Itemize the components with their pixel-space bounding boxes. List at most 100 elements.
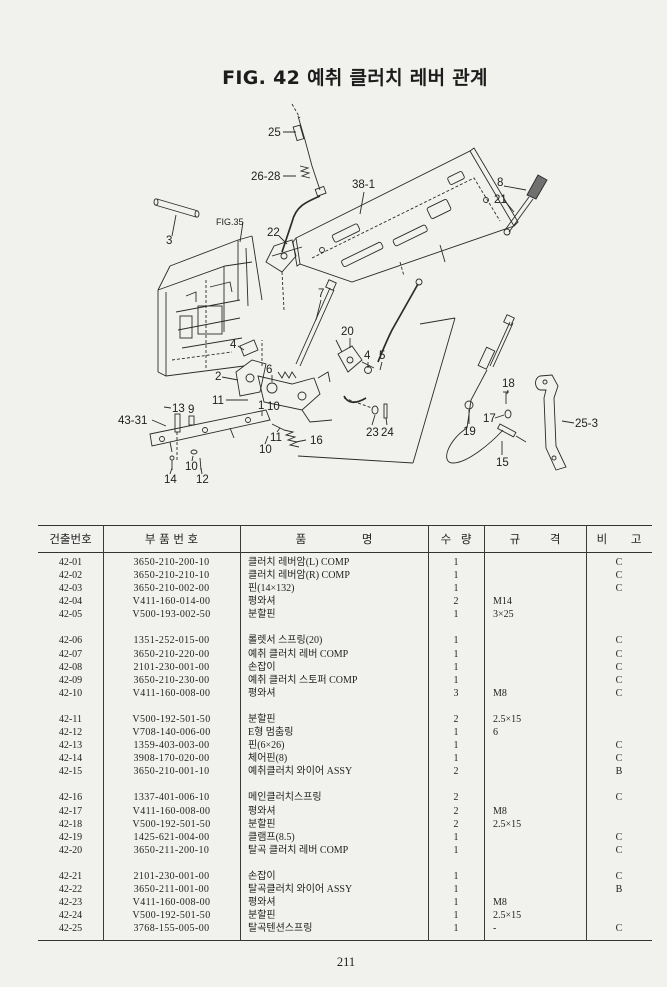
part-name-cell: 클러치 레버암(L) COMP	[248, 557, 350, 568]
remark-cell	[586, 726, 652, 739]
remark-cell: C	[615, 648, 623, 660]
callout-20: 20	[341, 326, 354, 338]
remark-cell: C	[615, 687, 623, 699]
part-no-cell: 3650-211-001-00	[133, 883, 210, 895]
ref-no-cell: 42-19	[58, 831, 83, 843]
part-name-cell: 분할핀	[248, 713, 276, 725]
qty-cell: 2	[453, 713, 459, 725]
part-no-cell: 1337-401-006-10	[133, 792, 210, 804]
clutch-wire	[343, 278, 423, 404]
qty-cell: 3	[453, 687, 459, 699]
remark-cell: C	[615, 753, 623, 765]
part-name-cell: 평와셔	[248, 897, 276, 909]
callout-4: 4	[364, 350, 371, 362]
spec-cell	[484, 870, 586, 883]
qty-cell: 1	[453, 740, 459, 752]
remark-cell	[586, 909, 652, 922]
spec-cell	[484, 752, 586, 765]
column-divider	[484, 525, 485, 940]
remark-cell: C	[615, 661, 623, 673]
spec-cell: M14	[493, 596, 512, 608]
callout-23: 23	[366, 427, 379, 439]
ref-no-cell: 42-06	[58, 635, 83, 647]
ref-no-cell: 42-01	[58, 557, 83, 568]
part-no-cell: 3768-155-005-00	[133, 923, 210, 935]
ref-no-cell: 42-17	[58, 805, 83, 817]
column-divider	[428, 525, 429, 940]
part-name-cell: 예취클러치 와이어 ASSY	[248, 766, 353, 778]
spec-cell	[484, 569, 586, 582]
part-no-cell: 1351-252-015-00	[133, 635, 210, 647]
ref-no-cell: 42-13	[58, 740, 83, 752]
callout-43-31: 43-31	[118, 415, 147, 427]
header-part-name: 품 명	[295, 532, 373, 546]
qty-cell: 2	[453, 818, 459, 830]
part-name-cell: 분할핀	[248, 818, 276, 830]
part-name-cell: 메인클러치스프링	[248, 792, 322, 804]
callout-2: 2	[215, 371, 221, 383]
ref-no-cell: 42-24	[58, 910, 83, 922]
remark-cell: C	[615, 923, 623, 935]
part-no-cell: 3650-210-002-00	[133, 583, 210, 595]
callout-10: 10	[267, 401, 280, 413]
qty-cell: 1	[453, 727, 459, 739]
part-name-cell: 핀(14×132)	[248, 583, 295, 595]
callout-4: 4	[230, 339, 237, 351]
part-name-cell: 평와셔	[248, 596, 276, 608]
callout-17: 17	[483, 413, 496, 425]
spec-cell	[484, 648, 586, 661]
part-name-cell: 분할핀	[248, 609, 276, 621]
callout-14: 14	[164, 474, 177, 486]
qty-cell: 1	[453, 883, 459, 895]
callout-21: 21	[494, 194, 507, 206]
ref-no-cell: 42-25	[58, 923, 83, 935]
part-name-cell: 탈곡 클러치 레버 COMP	[248, 844, 349, 856]
part-no-cell: V411-160-008-00	[132, 897, 211, 909]
qty-cell: 1	[453, 635, 459, 647]
ref-no-cell: 42-02	[58, 570, 83, 582]
spec-cell: M8	[493, 897, 507, 909]
remark-cell: C	[615, 583, 623, 595]
callout-13: 13	[172, 403, 185, 415]
callout-6: 6	[266, 364, 272, 376]
lever-handle-8-21	[503, 174, 548, 236]
qty-cell: 1	[453, 609, 459, 621]
part-name-cell: 손잡이	[248, 661, 276, 673]
ref-no-cell: 42-07	[58, 648, 83, 660]
part-no-cell: 3650-210-230-00	[133, 674, 210, 686]
frame-outline-lines	[297, 317, 456, 464]
ref-no-cell: 42-21	[58, 870, 83, 882]
callout-9: 9	[188, 404, 194, 416]
part-no-cell: 3650-210-001-10	[133, 766, 210, 778]
ref-no-cell: 42-05	[58, 609, 83, 621]
rod-7	[295, 279, 337, 367]
part-name-cell: 손잡이	[248, 870, 276, 882]
spec-cell: 2.5×15	[493, 818, 522, 830]
callout-1: 1	[258, 400, 264, 412]
bracket-22	[265, 239, 303, 311]
header-part-no: 부 품 번 호	[144, 532, 199, 546]
ref-no-cell: 42-03	[58, 583, 83, 595]
remark-cell: C	[615, 792, 623, 804]
upper-wire-25-26-28	[281, 103, 327, 253]
remark-cell	[586, 818, 652, 831]
page-title: FIG. 42 예취 클러치 레버 관계	[222, 67, 488, 89]
